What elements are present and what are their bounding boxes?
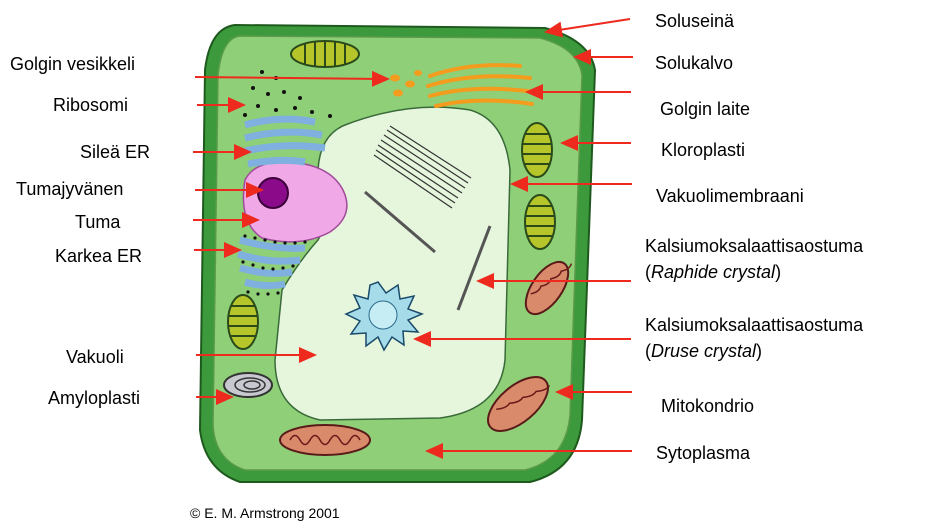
label-silea-er: Sileä ER xyxy=(80,141,150,163)
label-druse-sub: (Druse crystal) xyxy=(645,340,762,362)
label-tuma: Tuma xyxy=(75,211,120,233)
chloroplast-right-1 xyxy=(522,123,552,177)
label-mitokondrio: Mitokondrio xyxy=(661,395,754,417)
label-raphide-main: Kalsiumoksalaattisaostuma xyxy=(645,235,863,257)
label-golgin-laite: Golgin laite xyxy=(660,98,750,120)
label-druse-main: Kalsiumoksalaattisaostuma xyxy=(645,314,863,336)
label-vakuoli: Vakuoli xyxy=(66,346,124,368)
label-kloroplasti: Kloroplasti xyxy=(661,139,745,161)
copyright: © E. M. Armstrong 2001 xyxy=(190,505,340,521)
label-ribosomi: Ribosomi xyxy=(53,94,128,116)
label-karkea-er: Karkea ER xyxy=(55,245,142,267)
label-golgin-vesikkeli: Golgin vesikkeli xyxy=(10,53,135,75)
chloroplast-right-2 xyxy=(525,195,555,249)
raphide-italic: Raphide crystal xyxy=(651,262,775,282)
raphide-close: ) xyxy=(775,262,781,282)
label-sytoplasma: Sytoplasma xyxy=(656,442,750,464)
label-raphide-sub: (Raphide crystal) xyxy=(645,261,781,283)
arrow-soluseina xyxy=(546,19,630,32)
label-vakuolimembraani: Vakuolimembraani xyxy=(656,185,804,207)
druse-italic: Druse crystal xyxy=(651,341,756,361)
label-amyloplasti: Amyloplasti xyxy=(48,387,140,409)
chloroplast-top xyxy=(291,41,359,67)
chloroplast-left xyxy=(228,295,258,349)
label-solukalvo: Solukalvo xyxy=(655,52,733,74)
label-tumajyvanen: Tumajyvänen xyxy=(16,178,123,200)
druse-close: ) xyxy=(756,341,762,361)
nucleolus xyxy=(258,178,288,208)
label-soluseina: Soluseinä xyxy=(655,10,734,32)
amyloplast xyxy=(224,373,272,397)
mitochondrion-3 xyxy=(280,425,370,455)
